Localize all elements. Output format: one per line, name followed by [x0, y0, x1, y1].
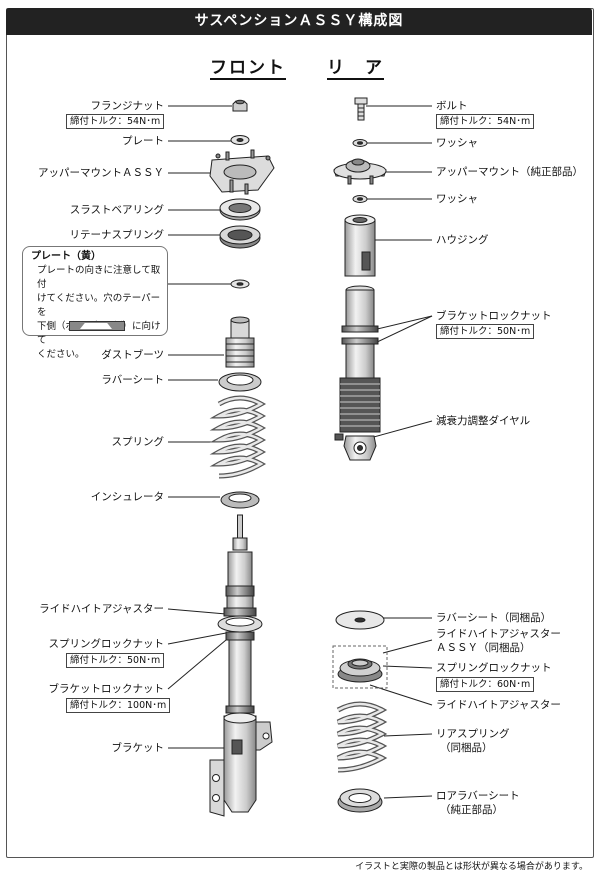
label-spring: スプリング: [111, 436, 165, 448]
note-title: プレート（黄）: [31, 251, 101, 262]
note-body: プレートの向きに注意して取付 けてください。穴のテーパーを 下側（ボルト根元側）…: [31, 264, 161, 362]
label-damping-dial: 減衰力調整ダイヤル: [436, 415, 531, 427]
label-lower-rubber-seat-genuine: （純正部品）: [440, 804, 503, 816]
torque-bracket-lock-nut: 締付トルク：100N･m: [66, 698, 171, 713]
label-rha-assy-bundled: ＡＳＳＹ（同梱品）: [436, 642, 531, 654]
label-rear-spring-lock-nut: スプリングロックナット: [436, 662, 552, 674]
label-bracket-lock-nut: ブラケットロックナット: [48, 683, 165, 695]
label-insulator: インシュレータ: [90, 491, 164, 503]
label-bolt: ボルト: [436, 100, 468, 112]
note-line: プレートの向きに注意して取付: [37, 265, 161, 290]
label-spring-lock-nut: スプリングロックナット: [48, 638, 165, 650]
label-ride-height-adjuster: ライドハイトアジャスター: [39, 603, 164, 615]
section-front-title: フロント: [210, 58, 286, 80]
label-bracket: ブラケット: [111, 742, 165, 754]
torque-bolt: 締付トルク：54N･m: [436, 114, 535, 129]
label-retainer-spring: リテーナスプリング: [69, 229, 165, 241]
page-title: サスペンションＡＳＳＹ構成図: [194, 13, 404, 29]
label-housing: ハウジング: [436, 234, 489, 246]
label-plate: プレート: [122, 135, 164, 147]
label-upper-mount-assy: アッパーマウントＡＳＳＹ: [38, 167, 164, 179]
label-rear-spring-bundled: （同梱品）: [440, 742, 493, 754]
header-bar: サスペンションＡＳＳＹ構成図: [6, 8, 592, 35]
label-rear-bracket-lock-nut: ブラケットロックナット: [436, 310, 552, 322]
note-line: けてください。穴のテーパーを: [37, 293, 161, 318]
label-washer-2: ワッシャ: [436, 193, 478, 205]
label-flange-nut: フランジナット: [90, 100, 165, 112]
label-washer-1: ワッシャ: [436, 137, 478, 149]
torque-flange-nut: 締付トルク：54N･m: [66, 114, 165, 129]
label-rubber-seat: ラバーシート: [101, 374, 164, 386]
label-rear-rubber-seat: ラバーシート（同梱品）: [436, 612, 552, 624]
plate-note-box: プレート（黄） プレートの向きに注意して取付 けてください。穴のテーパーを 下側…: [22, 246, 168, 360]
label-dust-boot: ダストブーツ: [101, 349, 164, 361]
label-lower-rubber-seat: ロアラバーシート: [436, 790, 520, 802]
plate-cross-section-icon: [69, 321, 125, 331]
footnote: イラストと実際の製品とは形状が異なる場合があります。: [355, 862, 588, 872]
note-line: ください。: [37, 349, 85, 360]
label-thrust-bearing: スラストベアリング: [69, 204, 164, 216]
label-rear-rha: ライドハイトアジャスター: [436, 699, 561, 711]
torque-rear-bracket-lock-nut: 締付トルク：50N･m: [436, 324, 535, 339]
torque-rear-spring-lock-nut: 締付トルク：60N･m: [436, 677, 535, 692]
section-rear-title: リ ア: [327, 58, 384, 80]
label-rear-upper-mount: アッパーマウント（純正部品）: [436, 166, 583, 178]
label-rear-spring: リアスプリング: [436, 728, 510, 740]
label-rha-assy: ライドハイトアジャスター: [436, 628, 561, 640]
torque-spring-lock-nut: 締付トルク：50N･m: [66, 653, 165, 668]
